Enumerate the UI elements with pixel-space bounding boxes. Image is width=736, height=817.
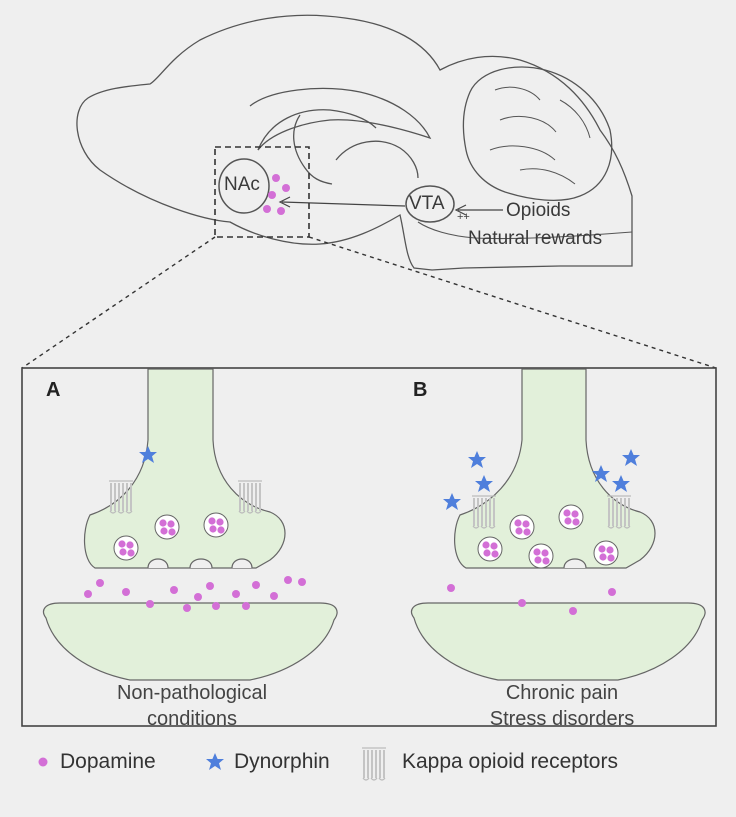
plusplus-label: ++ <box>457 211 470 223</box>
cortex-outline <box>76 14 633 271</box>
nac-dopamine-cluster <box>263 174 290 215</box>
brain-outline <box>76 14 633 271</box>
vta-circle <box>405 185 455 223</box>
panel-b-caption: Chronic pain Stress disorders <box>432 680 692 732</box>
panel-b-caption-line2: Stress disorders <box>489 708 635 730</box>
nac-label: NAc <box>224 174 260 195</box>
cerebellum <box>462 66 613 201</box>
brainstem <box>417 221 633 240</box>
panel-a-caption-line1: Non-pathological <box>116 682 268 704</box>
vta-label: VTA <box>409 193 445 214</box>
panel-a-postsynaptic <box>42 602 338 681</box>
panel-a-letter: A <box>46 379 61 401</box>
opioids-arrow <box>454 204 503 216</box>
opioids-label: Opioids <box>506 200 571 221</box>
thalamus-arc <box>335 140 419 179</box>
panel-a-vesicles <box>113 512 229 561</box>
nac-circle <box>218 158 270 214</box>
panel-b-caption-line1: Chronic pain <box>505 682 619 704</box>
vta-to-nac-arrow <box>278 196 406 208</box>
legend-dynorphin-icon <box>206 753 224 770</box>
panel-a-caption-line2: conditions <box>146 708 238 730</box>
zoom-line-right <box>308 236 717 369</box>
legend-receptor-icon <box>361 747 387 781</box>
corpus-callosum <box>249 87 432 151</box>
panel-b-dopamine-cleft <box>447 584 616 615</box>
fornix <box>293 114 333 185</box>
panel-b-vesicles <box>477 504 619 569</box>
legend-kappa-label: Kappa opioid receptors <box>402 750 618 773</box>
panel-a-dopamine-cleft <box>84 576 306 612</box>
panel-b-postsynaptic <box>410 602 706 681</box>
natural-rewards-label: Natural rewards <box>468 228 603 249</box>
legend-dopamine-label: Dopamine <box>60 750 156 773</box>
hippocampus-arc <box>257 109 377 151</box>
zoom-line-left <box>21 236 216 369</box>
panel-a-synapse <box>42 368 338 681</box>
zoom-box <box>214 146 310 238</box>
panel-a-caption: Non-pathological conditions <box>62 680 322 732</box>
legend-dynorphin-label: Dynorphin <box>234 750 330 773</box>
panel-b-letter: B <box>413 379 428 401</box>
panel-b-synapse <box>410 368 706 681</box>
legend-dopamine-icon <box>38 757 48 767</box>
